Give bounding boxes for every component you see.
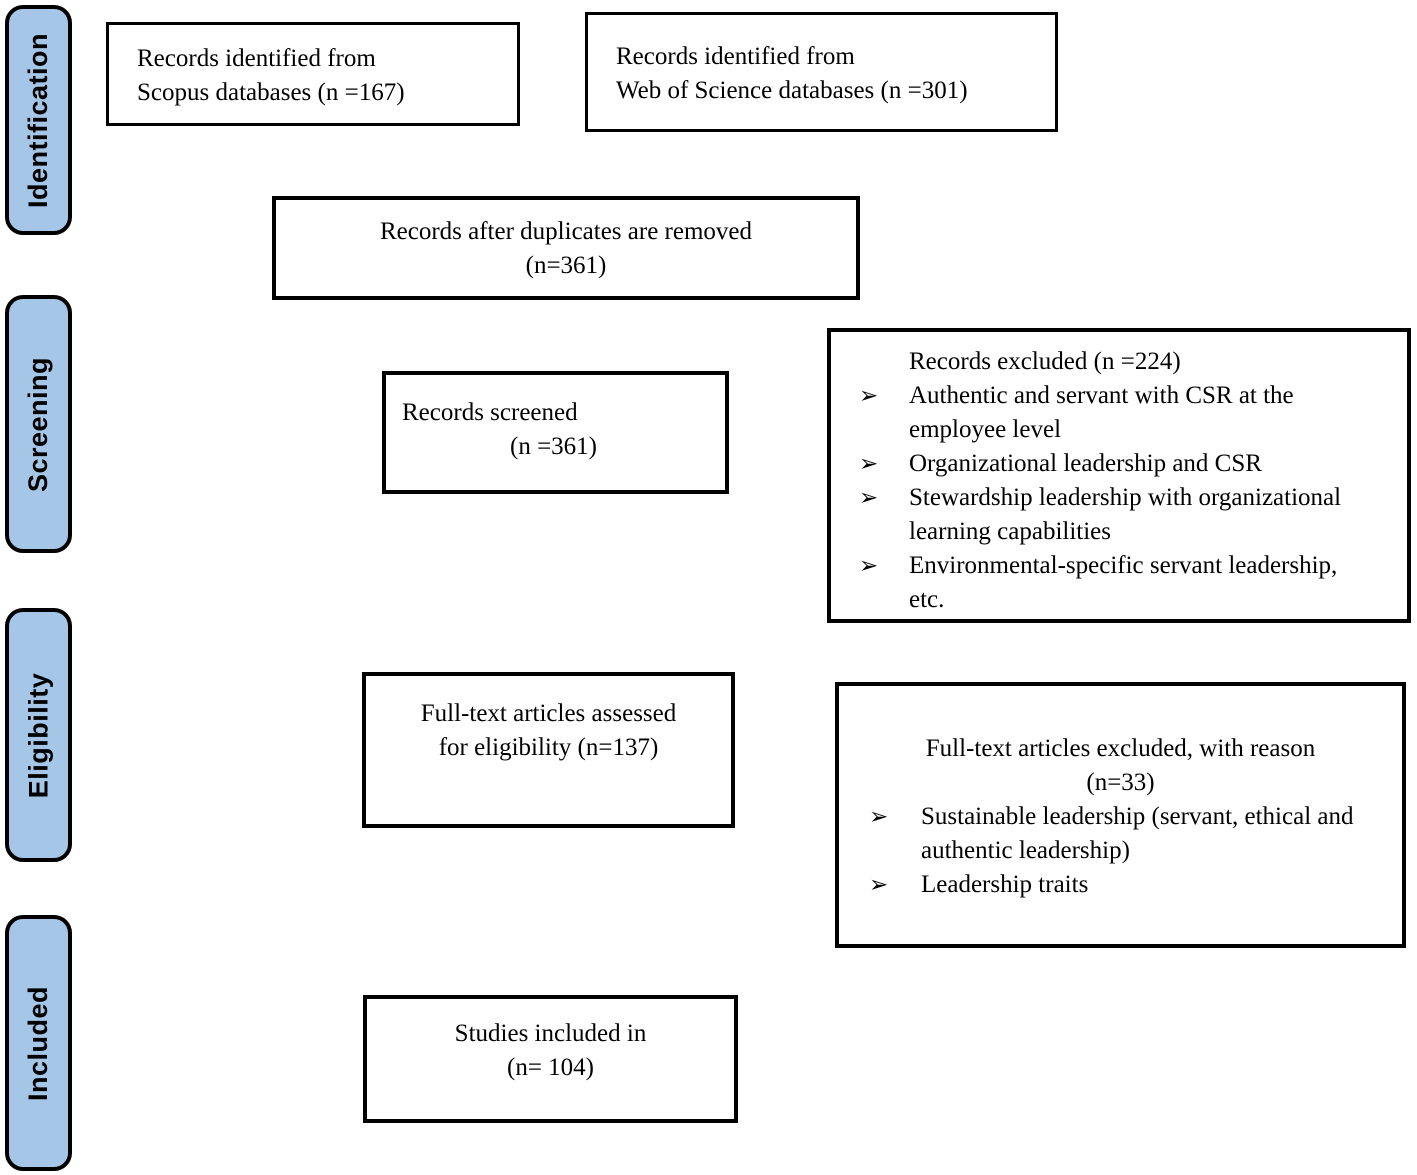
box-fulltext-assessed-line2: for eligibility (n=137) [438,734,659,761]
arrowhead-bullet-icon: ➢ [859,485,879,511]
fulltext-excluded-item: ➢ Leadership traits [839,868,1402,902]
stage-box-included: Included [5,915,72,1171]
stage-box-eligibility: Eligibility [5,608,72,862]
box-screened-line1: Records screened [402,399,578,426]
box-wos-line2: Web of Science databases (n =301) [616,77,968,104]
box-fulltext-articles-excluded: Full-text articles excluded, with reason… [835,682,1406,948]
stage-box-identification: Identification [5,5,72,235]
box-fulltext-assessed-line1: Full-text articles assessed [420,700,677,727]
fulltext-excluded-item-text: Sustainable leadership (servant, ethical… [921,803,1354,864]
records-excluded-item-text: Authentic and servant with CSR at the em… [909,382,1294,443]
records-excluded-item-text: Organizational leadership and CSR [909,450,1262,477]
arrowhead-bullet-icon: ➢ [869,804,889,830]
box-records-identified-scopus: Records identified from Scopus databases… [106,22,520,126]
fulltext-excluded-item-text: Leadership traits [921,871,1089,898]
stage-box-screening: Screening [5,295,72,553]
box-records-screened: Records screened (n =361) [382,371,729,494]
box-records-excluded: Records excluded (n =224) ➢ Authentic an… [827,328,1411,623]
records-excluded-item-text: Stewardship leadership with organization… [909,484,1342,545]
box-duplicates-line1: Records after duplicates are removed [379,218,753,245]
box-records-after-duplicates-removed: Records after duplicates are removed (n=… [272,196,860,300]
records-excluded-item: ➢ Stewardship leadership with organizati… [831,481,1407,549]
box-fulltext-articles-assessed: Full-text articles assessed for eligibil… [362,672,735,828]
records-excluded-item: ➢ Organizational leadership and CSR [831,447,1407,481]
arrowhead-bullet-icon: ➢ [869,872,889,898]
records-excluded-item: ➢ Environmental-specific servant leaders… [831,549,1407,617]
stage-label-included: Included [23,985,54,1101]
arrowhead-bullet-icon: ➢ [859,553,879,579]
stage-label-eligibility: Eligibility [23,672,54,798]
box-screened-line2: (n =361) [510,433,597,460]
fulltext-excluded-title-line2: (n=33) [1086,769,1155,796]
records-excluded-item: ➢ Authentic and servant with CSR at the … [831,379,1407,447]
box-scopus-line2: Scopus databases (n =167) [137,79,405,106]
records-excluded-title: Records excluded (n =224) [909,348,1181,375]
arrowhead-bullet-icon: ➢ [859,383,879,409]
records-excluded-item-text: Environmental-specific servant leadershi… [909,552,1338,613]
stage-label-identification: Identification [23,32,53,208]
fulltext-excluded-title-line1: Full-text articles excluded, with reason [925,735,1316,762]
box-studies-included: Studies included in (n= 104) [363,995,738,1123]
box-duplicates-line2: (n=361) [525,252,607,279]
box-wos-line1: Records identified from [616,43,855,70]
arrowhead-bullet-icon: ➢ [859,451,879,477]
box-scopus-line1: Records identified from [137,45,376,72]
fulltext-excluded-item: ➢ Sustainable leadership (servant, ethic… [839,800,1402,868]
box-records-identified-web-of-science: Records identified from Web of Science d… [585,12,1058,132]
stage-label-screening: Screening [23,356,54,492]
box-studies-included-line1: Studies included in [454,1020,647,1047]
box-studies-included-line2: (n= 104) [507,1054,594,1081]
